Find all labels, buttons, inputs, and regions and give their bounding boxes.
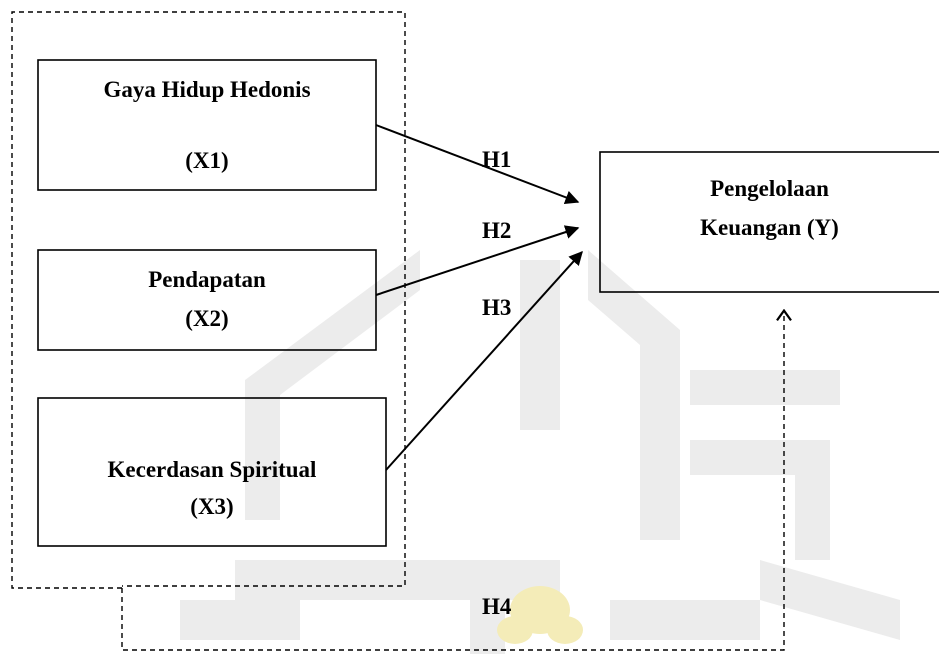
- hypothesis-label-h3: H3: [482, 295, 512, 320]
- h1-arrow: [375, 124, 580, 205]
- h3-arrow: [385, 250, 583, 471]
- variable-x3-code: (X3): [190, 494, 234, 519]
- variable-box-x3: [37, 397, 387, 547]
- variable-y-line2: Keuangan (Y): [700, 215, 839, 240]
- h2-arrow: [375, 225, 580, 296]
- variable-x1-name: Gaya Hidup Hedonis: [103, 77, 311, 102]
- variable-y-line1: Pengelolaan: [710, 176, 829, 201]
- variable-box-y: [599, 151, 939, 293]
- variable-x2-code: (X2): [185, 306, 229, 331]
- variable-x3-name: Kecerdasan Spiritual: [107, 457, 317, 482]
- variable-x1-code: (X1): [185, 148, 229, 173]
- hypothesis-label-h1: H1: [482, 147, 512, 172]
- hypothesis-label-h4: H4: [482, 594, 512, 619]
- university-logo-watermark-icon: [180, 250, 900, 654]
- variable-box-x2: [37, 249, 377, 351]
- hypothesis-label-h2: H2: [482, 218, 512, 243]
- variable-x2-name: Pendapatan: [148, 267, 266, 292]
- h4-dashed-path: [121, 312, 784, 651]
- independent-group-dashed-border: [11, 11, 406, 589]
